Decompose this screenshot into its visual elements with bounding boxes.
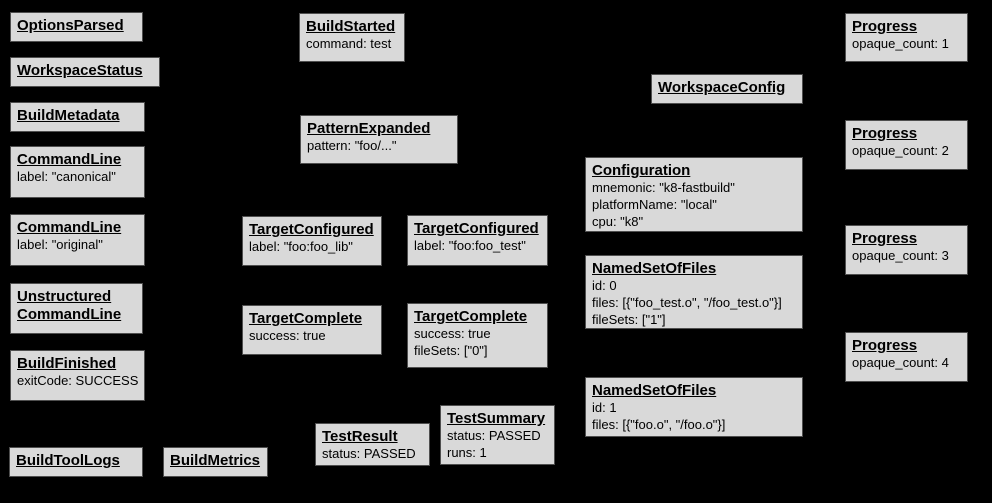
- event-title: BuildFinished: [17, 355, 117, 372]
- event-title: CommandLine: [17, 219, 122, 236]
- event-title: BuildMetrics: [170, 452, 261, 469]
- event-box-target-complete-lib: TargetComplete success: true: [242, 305, 382, 355]
- event-box-build-finished: BuildFinished exitCode: SUCCESS: [10, 350, 145, 401]
- event-field: fileSets: ["1"]: [592, 311, 666, 327]
- event-field: files: [{"foo.o", "/foo.o"}]: [592, 416, 726, 432]
- event-field: status: PASSED: [447, 428, 541, 444]
- event-box-configuration: Configuration mnemonic: "k8-fastbuild" p…: [585, 157, 803, 232]
- event-field: exitCode: SUCCESS: [17, 373, 139, 389]
- event-field: status: PASSED: [322, 446, 416, 462]
- event-box-build-metrics: BuildMetrics: [163, 447, 268, 477]
- event-title: NamedSetOfFiles: [592, 382, 717, 399]
- event-field: runs: 1: [447, 444, 487, 460]
- event-box-options-parsed: OptionsParsed: [10, 12, 143, 42]
- event-field: label: "canonical": [17, 169, 116, 185]
- event-field: opaque_count: 4: [852, 355, 949, 371]
- event-box-test-result: TestResult status: PASSED: [315, 423, 430, 466]
- event-field: label: "foo:foo_lib": [249, 239, 353, 255]
- event-field: opaque_count: 3: [852, 248, 949, 264]
- event-box-workspace-status: WorkspaceStatus: [10, 57, 160, 87]
- event-box-target-complete-test: TargetComplete success: true fileSets: […: [407, 303, 548, 368]
- event-title: OptionsParsed: [17, 17, 124, 34]
- event-box-command-line-original: CommandLine label: "original": [10, 214, 145, 266]
- event-box-workspace-config: WorkspaceConfig: [651, 74, 803, 104]
- event-title: Progress: [852, 337, 918, 354]
- event-title: PatternExpanded: [307, 120, 431, 137]
- event-field: mnemonic: "k8-fastbuild": [592, 180, 735, 196]
- event-field: files: [{"foo_test.o", "/foo_test.o"}]: [592, 294, 782, 310]
- event-field: command: test: [306, 36, 392, 52]
- event-box-build-tool-logs: BuildToolLogs: [9, 447, 143, 477]
- event-box-command-line-canonical: CommandLine label: "canonical": [10, 146, 145, 198]
- event-title: WorkspaceConfig: [658, 79, 786, 96]
- event-title: Progress: [852, 230, 918, 247]
- event-box-build-started: BuildStarted command: test: [299, 13, 405, 62]
- event-box-build-metadata: BuildMetadata: [10, 102, 145, 132]
- event-box-progress-3: Progress opaque_count: 3: [845, 225, 968, 275]
- event-box-target-configured-foo-test: TargetConfigured label: "foo:foo_test": [407, 215, 548, 266]
- event-title: Configuration: [592, 162, 691, 179]
- event-box-target-configured-foo-lib: TargetConfigured label: "foo:foo_lib": [242, 216, 382, 266]
- event-field: pattern: "foo/...": [307, 138, 397, 154]
- event-title: BuildMetadata: [17, 107, 120, 124]
- event-box-pattern-expanded: PatternExpanded pattern: "foo/...": [300, 115, 458, 164]
- event-field: label: "original": [17, 237, 103, 253]
- event-field: label: "foo:foo_test": [414, 238, 526, 254]
- event-title: WorkspaceStatus: [17, 62, 143, 79]
- event-title: CommandLine: [17, 151, 122, 168]
- event-box-progress-4: Progress opaque_count: 4: [845, 332, 968, 382]
- event-box-named-set-of-files-1: NamedSetOfFiles id: 1 files: [{"foo.o", …: [585, 377, 803, 437]
- event-title: Progress: [852, 18, 918, 35]
- event-title: BuildStarted: [306, 18, 396, 35]
- event-field: opaque_count: 2: [852, 143, 949, 159]
- event-box-unstructured-command-line: Unstructured CommandLine: [10, 283, 143, 334]
- event-title: Unstructured CommandLine: [17, 288, 122, 324]
- event-title: TestSummary: [447, 410, 546, 427]
- event-title: TargetConfigured: [414, 220, 539, 237]
- event-title: Progress: [852, 125, 918, 142]
- event-title: TargetComplete: [414, 308, 528, 325]
- event-field: opaque_count: 1: [852, 36, 949, 52]
- event-box-test-summary: TestSummary status: PASSED runs: 1: [440, 405, 555, 465]
- event-title: TargetComplete: [249, 310, 363, 327]
- event-field: cpu: "k8": [592, 213, 644, 229]
- event-field: platformName: "local": [592, 196, 717, 212]
- event-title: TestResult: [322, 428, 398, 445]
- event-field: fileSets: ["0"]: [414, 342, 488, 358]
- event-field: success: true: [249, 328, 326, 344]
- event-box-progress-1: Progress opaque_count: 1: [845, 13, 968, 62]
- event-box-progress-2: Progress opaque_count: 2: [845, 120, 968, 170]
- event-title: TargetConfigured: [249, 221, 374, 238]
- event-field: success: true: [414, 326, 491, 342]
- event-field: id: 1: [592, 400, 617, 416]
- event-box-named-set-of-files-0: NamedSetOfFiles id: 0 files: [{"foo_test…: [585, 255, 803, 329]
- event-title: NamedSetOfFiles: [592, 260, 717, 277]
- event-title: BuildToolLogs: [16, 452, 120, 469]
- event-field: id: 0: [592, 278, 617, 294]
